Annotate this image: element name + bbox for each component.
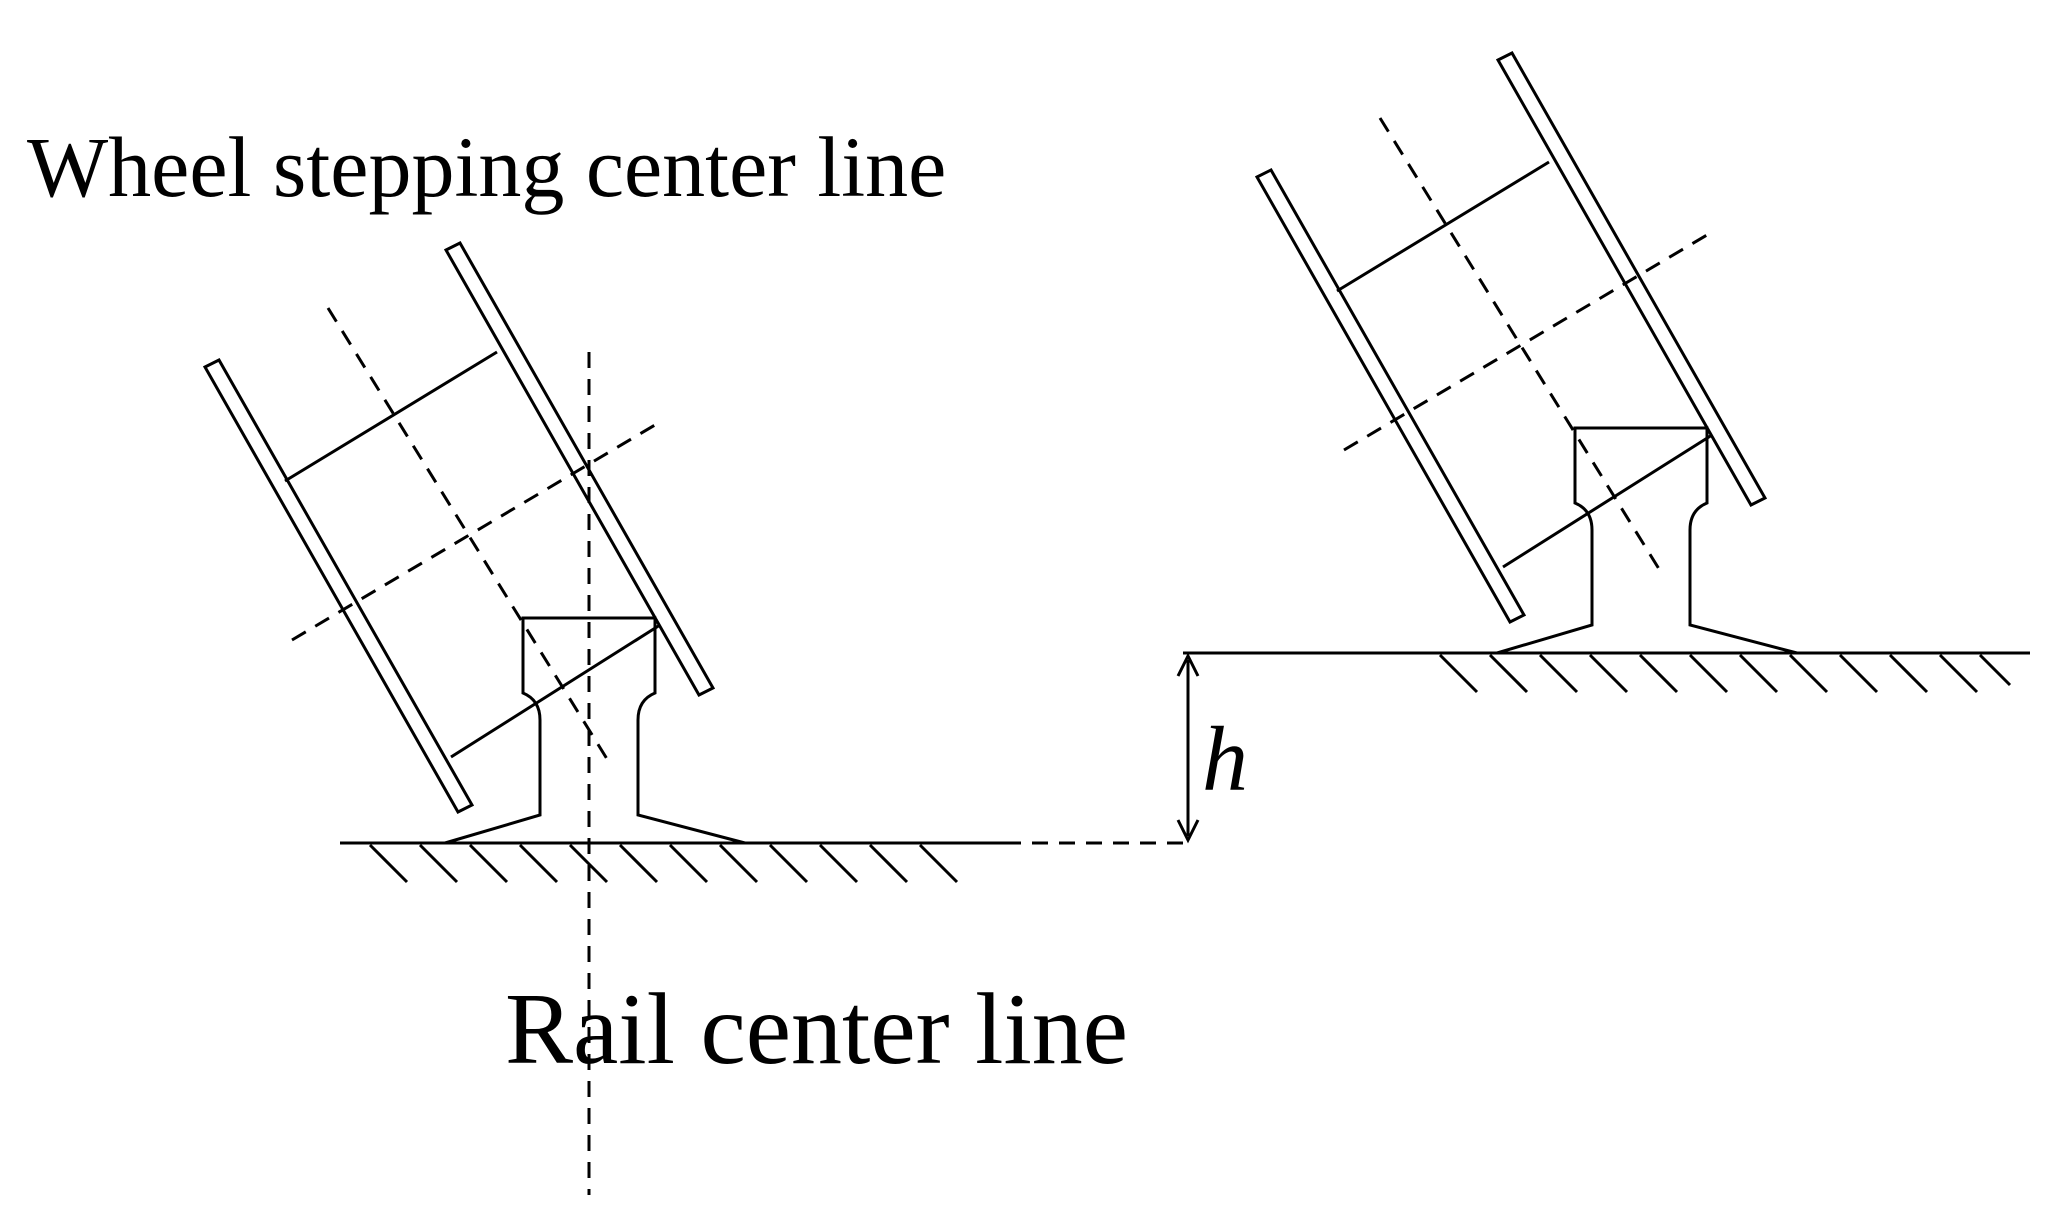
upper-ground [1183,651,2030,694]
lower-ground [340,841,1005,884]
right-wheel-inner-plate [1495,51,1768,507]
left-wheel-assembly [202,241,716,814]
arrowhead-up [1176,652,1200,677]
lower-ground-hatching [368,843,959,884]
height-dimension [1005,651,1440,845]
left-wheel-inner-plate [443,241,716,697]
arrowhead-down [1176,819,1200,844]
height-symbol: h [1202,708,1248,810]
right-wheel-outer-plate [1254,168,1527,624]
upper-ground-hatching [1438,653,2012,694]
rail-center-line-label: Rail center line [505,973,1128,1086]
wheel-stepping-center-line-label: Wheel stepping center line [27,119,946,215]
left-wheel-outer-plate [202,358,475,814]
right-rail [1496,426,1798,655]
right-wheel-assembly [1254,51,1768,624]
left-rail [444,616,746,845]
